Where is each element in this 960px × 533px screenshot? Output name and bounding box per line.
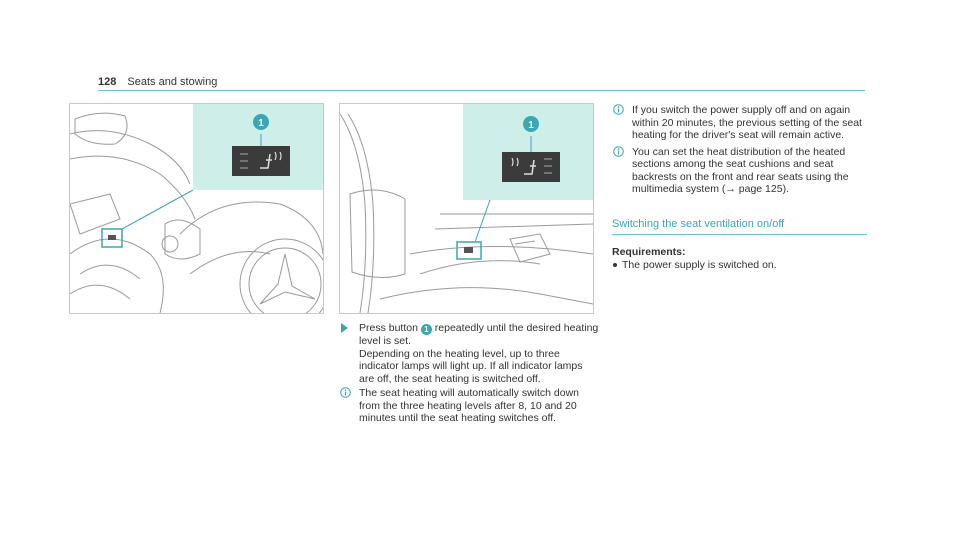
requirements-label: Requirements:: [612, 246, 686, 258]
driver-door-seat-heating-figure: 1: [69, 103, 324, 314]
step-text-start: Press button: [359, 322, 418, 334]
header-rule: [98, 90, 865, 91]
section-title-header: Seats and stowing: [127, 76, 218, 88]
ventilation-section: Switching the seat ventilation on/off Re…: [612, 218, 867, 272]
note-text-end: ).: [782, 183, 789, 195]
step-text-end: repeatedly until the desired heating lev…: [359, 322, 599, 347]
note-text: If you switch the power supply off and o…: [632, 104, 862, 141]
page-number: 128: [98, 76, 117, 88]
inset-panel: 1: [463, 104, 593, 243]
note-text: You can set the heat distribution of the…: [632, 145, 849, 196]
page-header: 128 Seats and stowing: [98, 76, 217, 88]
step-press-button: Press button 1 repeatedly until the desi…: [339, 322, 599, 385]
instructions-column: Press button 1 repeatedly until the desi…: [339, 322, 599, 425]
callout-1: 1: [528, 120, 534, 131]
page-ref-arrow-icon: →: [725, 183, 736, 195]
page-reference-link[interactable]: page 125: [738, 183, 783, 195]
step-arrow-icon: [341, 323, 348, 333]
right-column: If you switch the power supply off and o…: [612, 104, 867, 271]
requirement-item: The power supply is switched on.: [612, 259, 867, 272]
inset-panel: 1: [121, 104, 323, 230]
note-auto-switch-down: The seat heating will automatically swit…: [339, 387, 599, 425]
section-heading: Switching the seat ventilation on/off: [612, 217, 785, 230]
passenger-door-seat-heating-figure: 1: [339, 103, 594, 314]
info-icon: [613, 145, 624, 157]
callout-badge-icon: 1: [420, 324, 432, 335]
step-detail: Depending on the heating level, up to th…: [359, 347, 583, 385]
callout-1: 1: [258, 118, 264, 129]
note-text: The seat heating will automatically swit…: [359, 387, 580, 424]
info-icon: [613, 104, 624, 115]
section-rule: [612, 234, 867, 235]
note-heat-distribution: You can set the heat distribution of the…: [612, 146, 867, 196]
note-power-supply: If you switch the power supply off and o…: [612, 104, 867, 142]
info-icon: [340, 387, 351, 398]
